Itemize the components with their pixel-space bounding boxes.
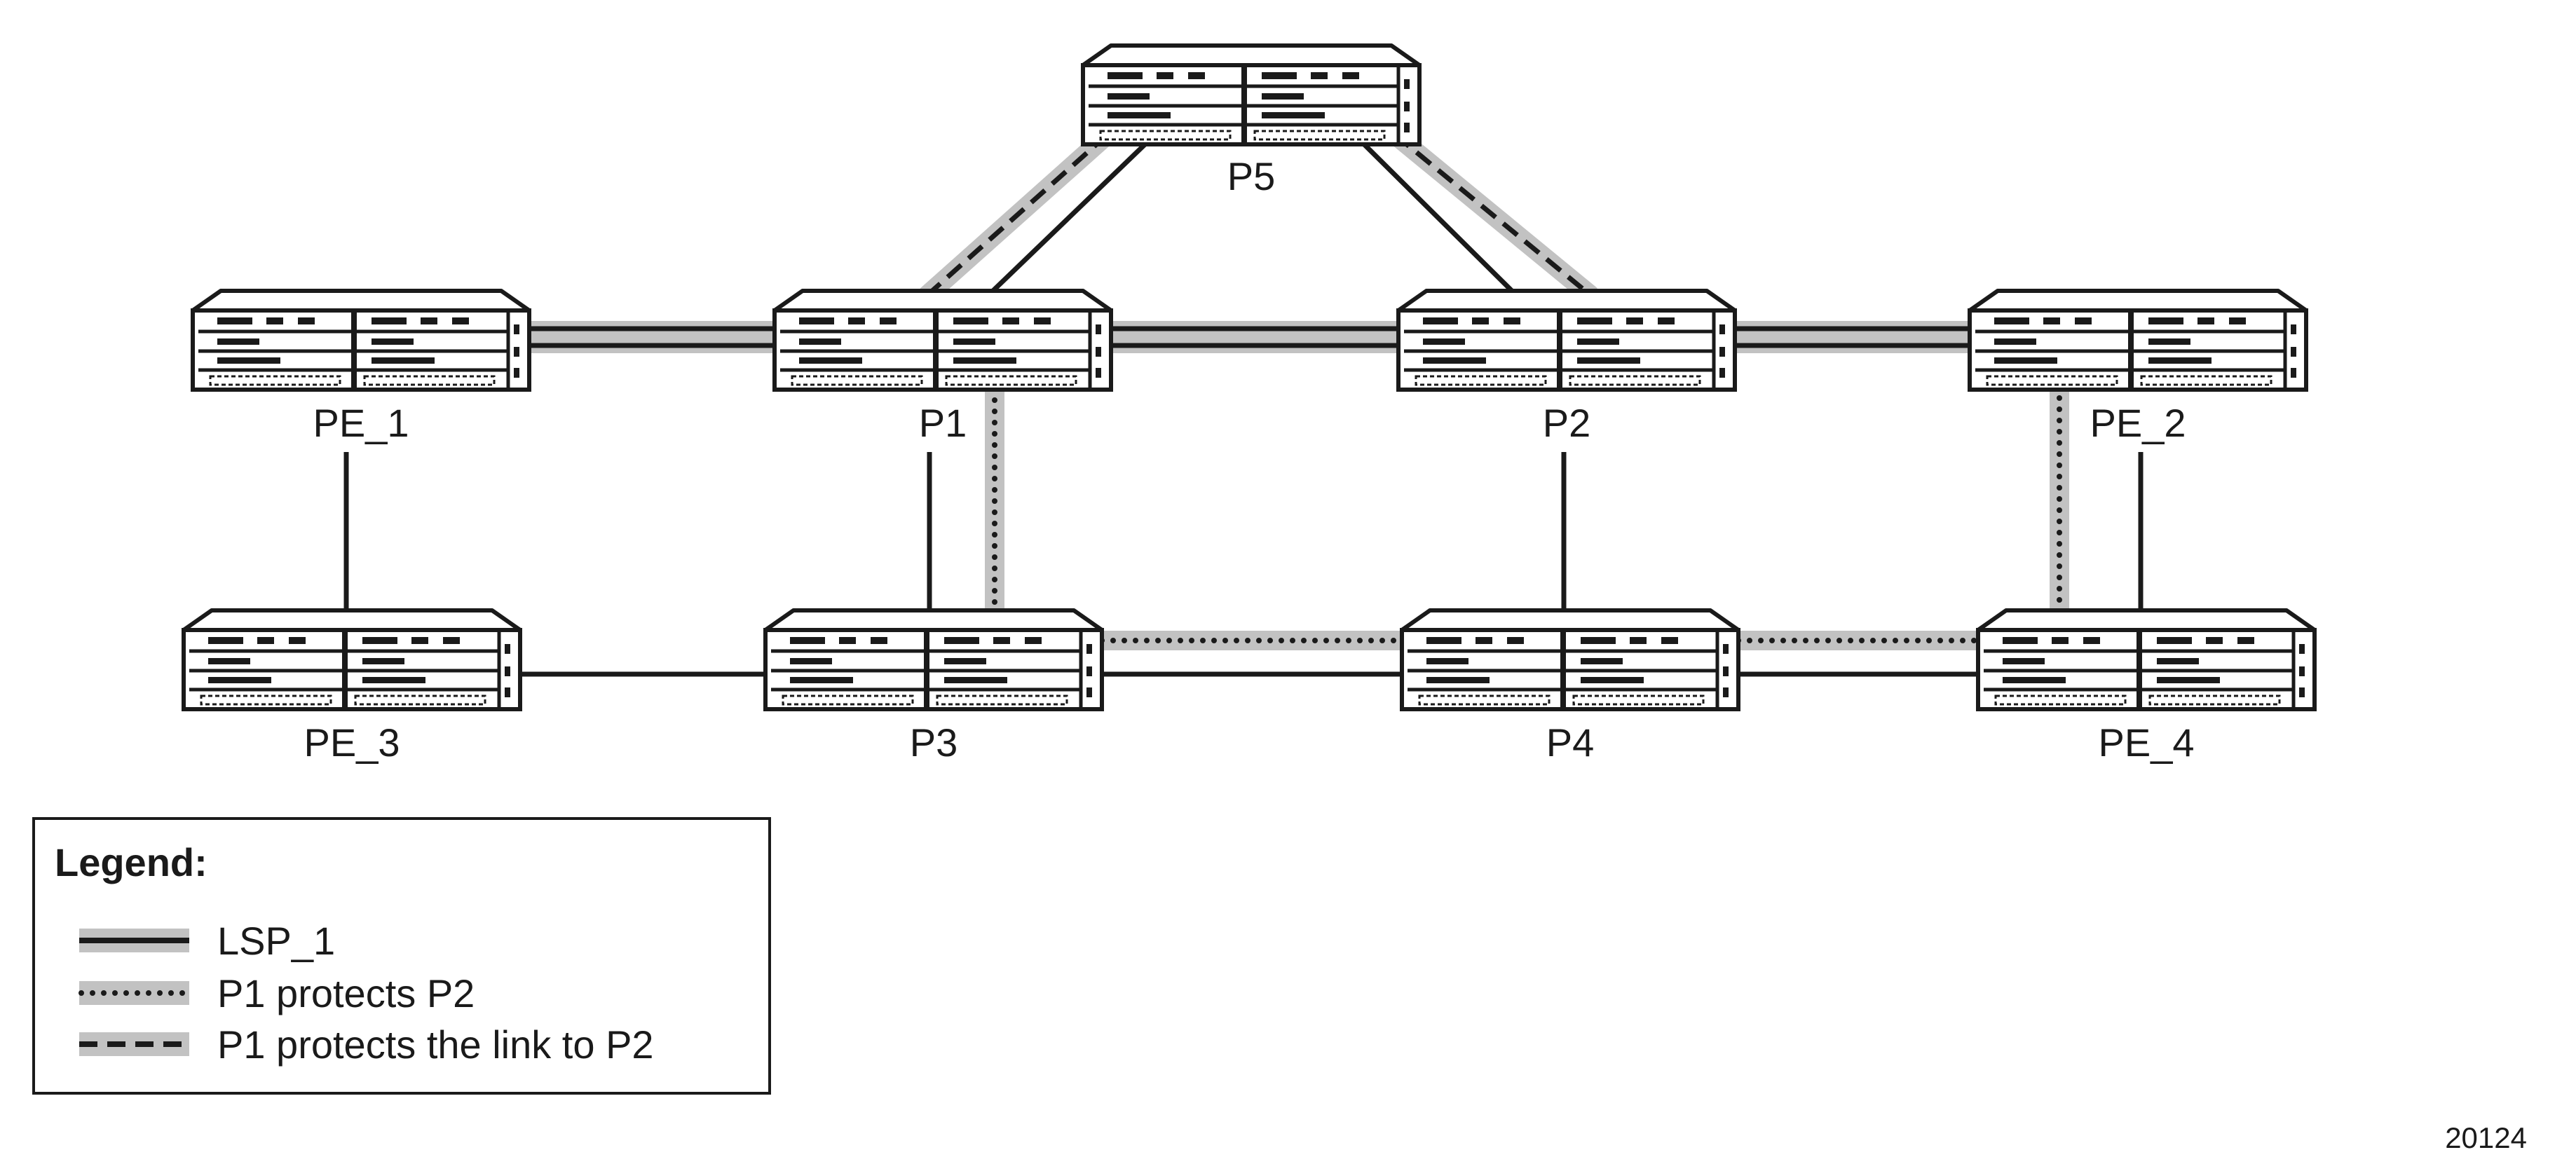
- router-pe-3: PE_3: [184, 610, 520, 765]
- legend-label-lsp: LSP_1: [217, 919, 335, 963]
- figure-id: 20124: [2445, 1121, 2527, 1154]
- link-p5-p2-plain: [1352, 132, 1523, 302]
- router-p1: P1: [775, 291, 1111, 445]
- legend-item-node-protect: P1 protects P2: [79, 971, 475, 1015]
- node-label-p3: P3: [910, 720, 958, 765]
- node-label-pe-3: PE_3: [304, 720, 400, 765]
- node-label-p1: P1: [919, 401, 967, 445]
- link-pe-1-p1-lsp: [529, 321, 775, 353]
- legend-item-link-protect: P1 protects the link to P2: [79, 1022, 654, 1067]
- router-pe-1: PE_1: [193, 291, 529, 445]
- node-label-p4: P4: [1546, 720, 1595, 765]
- link-p1-p2-lsp: [1111, 321, 1398, 353]
- node-label-pe-4: PE_4: [2099, 720, 2195, 765]
- router-p5: P5: [1083, 46, 1419, 198]
- nodes-layer: P5 PE_1 P1 P2 PE_2 PE_3 P3 P4: [184, 46, 2315, 765]
- node-label-p5: P5: [1227, 154, 1276, 198]
- link-p2-pe-2-lsp: [1735, 321, 1970, 353]
- legend-label-node-protect: P1 protects P2: [217, 971, 475, 1015]
- node-label-pe-2: PE_2: [2090, 401, 2186, 445]
- node-label-pe-1: PE_1: [313, 401, 409, 445]
- legend-title: Legend:: [55, 840, 207, 884]
- router-p2: P2: [1398, 291, 1735, 445]
- router-p4: P4: [1402, 610, 1738, 765]
- legend-label-link-protect: P1 protects the link to P2: [217, 1022, 654, 1067]
- legend: Legend: LSP_1 P1 protects P2 P1 protects…: [32, 817, 771, 1095]
- link-p5-p2-link-protect: [1389, 127, 1597, 303]
- router-pe-2: PE_2: [1970, 291, 2306, 445]
- legend-item-lsp: LSP_1: [79, 919, 335, 963]
- links-layer: [343, 127, 2144, 677]
- router-p3: P3: [765, 610, 1102, 765]
- link-p1-p5-plain: [981, 132, 1157, 302]
- node-label-p2: P2: [1543, 401, 1591, 445]
- router-pe-4: PE_4: [1978, 610, 2315, 765]
- link-p1-p5-link-protect: [920, 127, 1115, 303]
